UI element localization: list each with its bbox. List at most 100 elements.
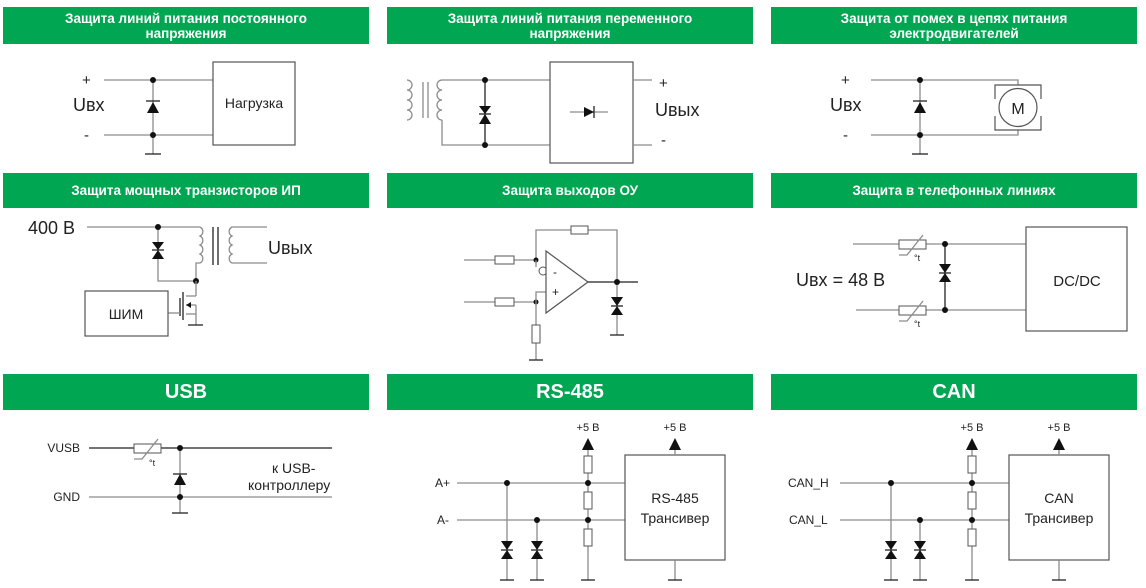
bidirectional-tvs-icon bbox=[152, 242, 164, 259]
pullup-resistor bbox=[583, 455, 593, 474]
transformer-icon bbox=[406, 79, 443, 121]
panel-rs485: RS-485 A+ A- +5 В +5 В bbox=[385, 370, 765, 588]
thermistor-icon: °t bbox=[898, 234, 927, 263]
vcc-arrow-icon bbox=[582, 438, 594, 450]
panel-telephone-lines: Защита в телефонных линиях °t °t Uвх = 4… bbox=[766, 170, 1146, 370]
junction-dot bbox=[482, 142, 488, 148]
thermistor-icon: °t bbox=[133, 438, 162, 468]
junction-dot bbox=[150, 132, 156, 138]
chip-label-line2: Трансивер bbox=[641, 510, 710, 526]
plus-wire bbox=[871, 79, 1019, 85]
bottom-wire bbox=[441, 120, 550, 146]
voltage-label: 400 В bbox=[28, 218, 75, 238]
a-plus-label: A+ bbox=[435, 476, 450, 490]
junction-dot bbox=[969, 480, 975, 486]
vcc-arrow-icon bbox=[966, 438, 978, 450]
junction-dot bbox=[614, 279, 620, 285]
destination-label-line2: контроллеру bbox=[248, 477, 330, 493]
uin-label: Uвх = 48 В bbox=[796, 270, 885, 290]
panel-title: CAN bbox=[771, 374, 1137, 410]
panel-title: RS-485 bbox=[387, 374, 753, 410]
junction-dot bbox=[150, 77, 156, 83]
panel-title: Защита линий питания постоянного напряже… bbox=[3, 7, 369, 44]
can-protection-schematic: CAN_H CAN_L +5 В +5 В bbox=[788, 422, 1110, 581]
junction-dot bbox=[534, 517, 540, 523]
uin-label: Uвх bbox=[830, 95, 862, 115]
junction-dot bbox=[177, 494, 183, 500]
bidirectional-tvs-icon bbox=[885, 541, 897, 559]
thermistor-icon: °t bbox=[898, 300, 927, 329]
junction-dot bbox=[917, 132, 923, 138]
tvs-diode-icon bbox=[173, 473, 187, 485]
junction-dot bbox=[155, 224, 161, 230]
load-box bbox=[212, 61, 296, 146]
transceiver-box bbox=[624, 454, 726, 561]
can-h-label: CAN_H bbox=[788, 476, 829, 490]
tvs-diode-icon bbox=[146, 100, 160, 113]
plus-label: + bbox=[82, 72, 91, 89]
bidirectional-tvs-icon bbox=[939, 264, 951, 282]
vusb-label: VUSB bbox=[47, 441, 80, 455]
minus-label: - bbox=[84, 127, 89, 144]
bidirectional-tvs-icon bbox=[479, 106, 491, 124]
dcdc-label: DC/DC bbox=[1053, 273, 1101, 290]
destination-label-line1: к USB- bbox=[272, 460, 316, 476]
pullup-resistor bbox=[967, 455, 977, 474]
panel-usb: USB VUSB GND °t к USB- контроллеру bbox=[0, 370, 380, 588]
rectifier-diode-icon bbox=[570, 106, 608, 118]
bidirectional-tvs-icon bbox=[501, 541, 513, 559]
minus-label: - bbox=[553, 265, 557, 279]
dcdc-box bbox=[1025, 226, 1128, 332]
rectifier-box bbox=[549, 61, 634, 164]
can-l-label: CAN_L bbox=[789, 513, 828, 527]
junction-dot bbox=[917, 517, 923, 523]
tvs-diode-icon bbox=[913, 100, 927, 113]
bidirectional-tvs-icon bbox=[611, 297, 623, 315]
transformer-icon bbox=[195, 226, 267, 281]
pwm-label: ШИМ bbox=[109, 306, 144, 322]
plus-label: + bbox=[552, 285, 559, 299]
minus-label: - bbox=[843, 127, 848, 144]
junction-dot bbox=[482, 77, 488, 83]
pulldown-resistor bbox=[967, 528, 977, 547]
chip-label-line1: RS-485 bbox=[651, 490, 699, 506]
ac-protection-schematic: + Uвых - bbox=[406, 61, 700, 164]
vcc-label: +5 В bbox=[664, 422, 687, 434]
panel-ac-power: Защита линий питания переменного напряже… bbox=[385, 0, 765, 170]
bidirectional-tvs-icon bbox=[531, 541, 543, 559]
minus-label: - bbox=[661, 132, 666, 149]
panel-title: Защита линий питания переменного напряже… bbox=[387, 7, 753, 44]
junction-dot bbox=[888, 480, 894, 486]
chip-label-line1: CAN bbox=[1044, 490, 1074, 506]
panel-title: Защита мощных транзисторов ИП bbox=[3, 173, 369, 208]
feedback-resistor bbox=[570, 225, 589, 235]
input-resistor-2 bbox=[494, 297, 515, 307]
vcc-label: +5 В bbox=[577, 422, 600, 434]
motor-protection-schematic: + Uвх - M bbox=[830, 72, 1042, 155]
panel-title: Защита выходов ОУ bbox=[387, 173, 753, 208]
panel-power-transistors: Защита мощных транзисторов ИП 400 В Uвых bbox=[0, 170, 380, 370]
junction-dot bbox=[969, 517, 975, 523]
junction-dot bbox=[177, 445, 183, 451]
junction-dot bbox=[917, 77, 923, 83]
panel-can: CAN CAN_H CAN_L +5 В +5 bbox=[766, 370, 1146, 588]
panel-title: Защита от помех в цепях питания электрод… bbox=[771, 7, 1137, 44]
junction-dot bbox=[585, 480, 591, 486]
pulldown-resistor bbox=[583, 528, 593, 547]
svg-text:°t: °t bbox=[149, 458, 156, 468]
plus-label: + bbox=[659, 75, 668, 92]
termination-resistor bbox=[583, 491, 593, 510]
pwm-box bbox=[84, 290, 169, 337]
svg-text:°t: °t bbox=[914, 253, 921, 263]
usb-protection-schematic: VUSB GND °t к USB- контроллеру bbox=[47, 438, 332, 514]
termination-resistor bbox=[967, 491, 977, 510]
a-minus-label: A- bbox=[437, 513, 449, 527]
vcc-arrow-icon bbox=[1053, 438, 1065, 450]
opamp-protection-schematic: - + bbox=[464, 225, 638, 361]
motor-icon: M bbox=[994, 84, 1042, 131]
uout-label: Uвых bbox=[655, 100, 700, 120]
panel-opamp-outputs: Защита выходов ОУ - + bbox=[385, 170, 765, 370]
panel-dc-power: Защита линий питания постоянного напряже… bbox=[0, 0, 380, 170]
motor-label: M bbox=[1011, 101, 1024, 118]
telephone-protection-schematic: °t °t Uвх = 48 В DC/DC bbox=[796, 226, 1128, 332]
